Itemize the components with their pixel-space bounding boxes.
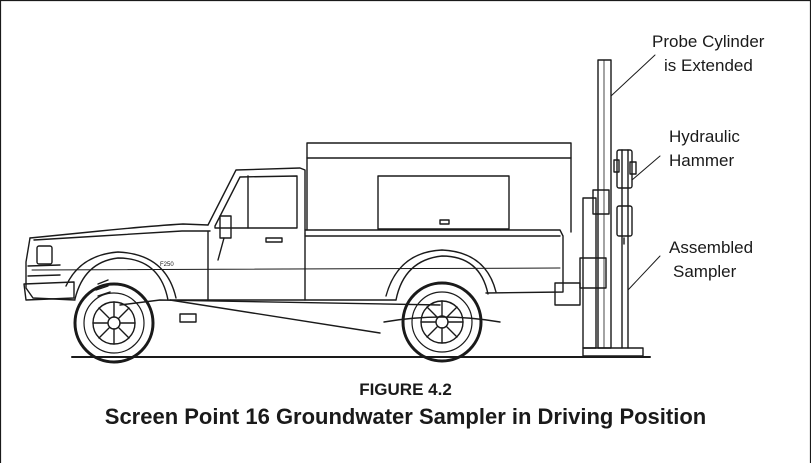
front-shock <box>179 313 197 323</box>
drive-shaft <box>169 299 381 334</box>
front-spring <box>95 279 111 297</box>
mirror-arm <box>217 237 225 261</box>
front-bumper <box>23 281 75 301</box>
mount-box <box>579 257 607 289</box>
front-tire <box>73 282 155 364</box>
rear-bumper <box>554 282 581 306</box>
rear-wheel <box>401 281 483 363</box>
hammer-lower <box>616 205 633 237</box>
label-assembled-sampler-line2: Sampler <box>673 262 737 281</box>
shell-latch <box>439 219 450 225</box>
front-spokes <box>92 301 136 345</box>
front-tire-inner <box>83 292 145 354</box>
hammer-fitting-right <box>629 161 637 175</box>
rear-leaf-spring <box>383 316 501 323</box>
cab-outline <box>207 167 306 235</box>
shell-side-window <box>377 175 510 230</box>
fender-badge: F250 <box>160 262 174 268</box>
figure-title: Screen Point 16 Groundwater Sampler in D… <box>104 404 707 429</box>
hammer-body <box>616 149 633 189</box>
probe-cylinder <box>597 59 612 349</box>
label-probe-cylinder-line1: Probe Cylinder <box>652 32 765 51</box>
label-probe-cylinder-line2: is Extended <box>664 56 753 75</box>
door-edges <box>207 231 306 301</box>
rear-wheel-arch <box>395 255 489 301</box>
sampler-leader <box>627 255 661 291</box>
headlight <box>36 245 53 265</box>
rear-tire <box>401 281 483 363</box>
front-wheel <box>73 282 155 364</box>
figure-number: FIGURE 4.2 <box>359 380 452 399</box>
hood-line <box>29 223 209 239</box>
grille-lines <box>27 264 61 277</box>
truck-bed <box>304 229 564 294</box>
front-end <box>25 237 76 301</box>
hammer-leader <box>631 155 661 181</box>
rear-tire-inner <box>411 291 473 353</box>
door-handle <box>265 237 283 243</box>
chassis <box>95 279 501 334</box>
label-hydraulic-hammer-line2: Hammer <box>669 151 735 170</box>
mast-clamp <box>592 189 610 215</box>
probe-leader <box>610 54 656 97</box>
rear-fender-flare <box>385 249 497 297</box>
frame-rail <box>119 299 441 306</box>
side-mirror <box>219 215 232 239</box>
label-hydraulic-hammer-line1: Hydraulic <box>669 127 740 146</box>
camper-shell <box>306 142 572 233</box>
support-column <box>582 197 597 349</box>
hood-crease <box>33 230 211 241</box>
front-fender-flare <box>65 251 177 299</box>
front-wheel-arch <box>74 257 169 301</box>
rear-spokes <box>420 300 464 344</box>
front-hub <box>107 316 121 330</box>
probe-machine <box>579 59 644 357</box>
label-assembled-sampler-line1: Assembled <box>669 238 754 257</box>
foot-plate <box>582 347 644 357</box>
body-trim-line <box>31 267 561 271</box>
hammer-fitting-left <box>613 159 620 173</box>
cab-window <box>214 175 298 229</box>
pickup-truck <box>23 167 581 306</box>
shell-outline <box>306 142 572 233</box>
rear-hub <box>435 315 449 329</box>
